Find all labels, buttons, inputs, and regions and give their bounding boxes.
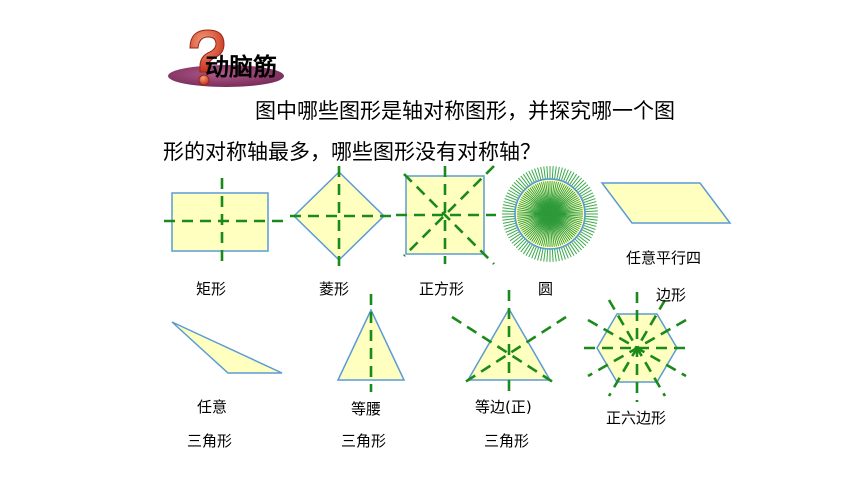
question-mark-icon (189, 29, 225, 86)
equilateral-triangle-figure (451, 290, 567, 392)
header-badge (168, 29, 284, 87)
label-circle: 圆 (538, 280, 554, 298)
isosceles-triangle-figure (336, 294, 406, 392)
rhombus-figure (290, 166, 394, 266)
label-isosceles-line2: 三角形 (341, 432, 387, 450)
label-isosceles-line1: 等腰 (351, 400, 382, 418)
scalene-triangle-figure (171, 321, 283, 374)
label-scalene-line1: 任意 (197, 398, 228, 416)
question-line-1: 图中哪些图形是轴对称图形，并探究哪一个图 (255, 99, 675, 123)
question-line-2: 形的对称轴最多，哪些图形没有对称轴？ (163, 140, 541, 164)
label-rectangle: 矩形 (196, 280, 227, 298)
circle-figure (502, 166, 598, 262)
rectangle-figure (164, 178, 287, 266)
label-equilateral-line1: 等边(正) (475, 398, 532, 416)
label-square: 正方形 (419, 280, 465, 298)
label-hexagon: 正六边形 (606, 409, 667, 427)
circle-axis-inner (549, 211, 583, 215)
hexagon-figure (584, 292, 690, 402)
square-figure (396, 165, 496, 265)
label-equilateral-line2: 三角形 (484, 432, 530, 450)
label-rhombus: 菱形 (319, 280, 350, 298)
parallelogram-figure (600, 182, 732, 224)
label-scalene-line2: 三角形 (187, 432, 233, 450)
page-title: 动脑筋 (205, 53, 277, 81)
badge-ellipse (168, 65, 284, 87)
label-parallelogram-line2: 边形 (656, 286, 687, 304)
label-parallelogram-line1: 任意平行四 (626, 249, 702, 267)
